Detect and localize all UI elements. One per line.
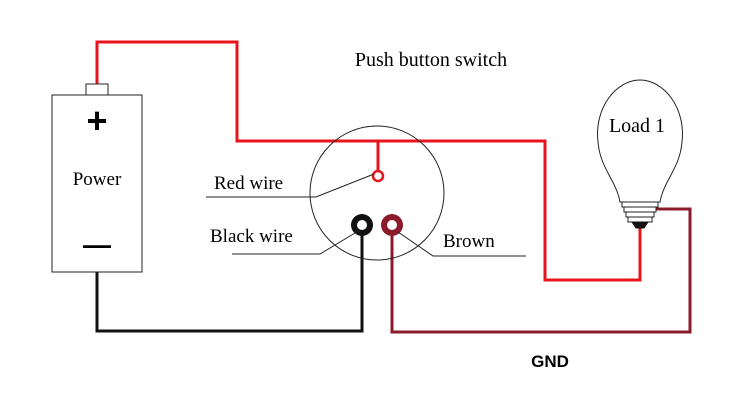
brown-terminal-hole (387, 220, 397, 230)
bulb-tip (631, 221, 649, 229)
bulb-glass (597, 79, 683, 203)
battery-terminal (85, 83, 109, 96)
red-wire-label: Red wire (214, 173, 283, 194)
brown-label: Brown (443, 231, 495, 252)
red-wire-to-load (378, 139, 642, 282)
black-wire-leader (232, 229, 361, 255)
leader-lines (206, 173, 526, 257)
battery-minus-symbol: — (83, 229, 111, 260)
power-label: Power (73, 169, 122, 190)
brown-wire-trace (390, 207, 692, 334)
bulb-screw-base (621, 201, 659, 223)
black-wire-label: Black wire (210, 226, 293, 247)
battery-body (51, 94, 143, 273)
brown-leader (397, 231, 526, 257)
red-terminal (371, 169, 385, 183)
wires (95, 40, 692, 334)
black-wire-trace (95, 230, 364, 333)
battery-plus-symbol: + (86, 100, 107, 141)
load-bulb: Load 1 (597, 79, 683, 229)
red-wire-trace (95, 40, 380, 172)
switch-body (309, 125, 445, 261)
push-button-switch (309, 125, 445, 261)
black-terminal-hole (357, 220, 367, 230)
gnd-label: GND (531, 352, 569, 371)
load-label: Load 1 (609, 115, 665, 137)
diagram-title: Push button switch (355, 49, 507, 71)
red-wire-leader (206, 173, 375, 198)
power-battery: + Power — (51, 83, 143, 273)
